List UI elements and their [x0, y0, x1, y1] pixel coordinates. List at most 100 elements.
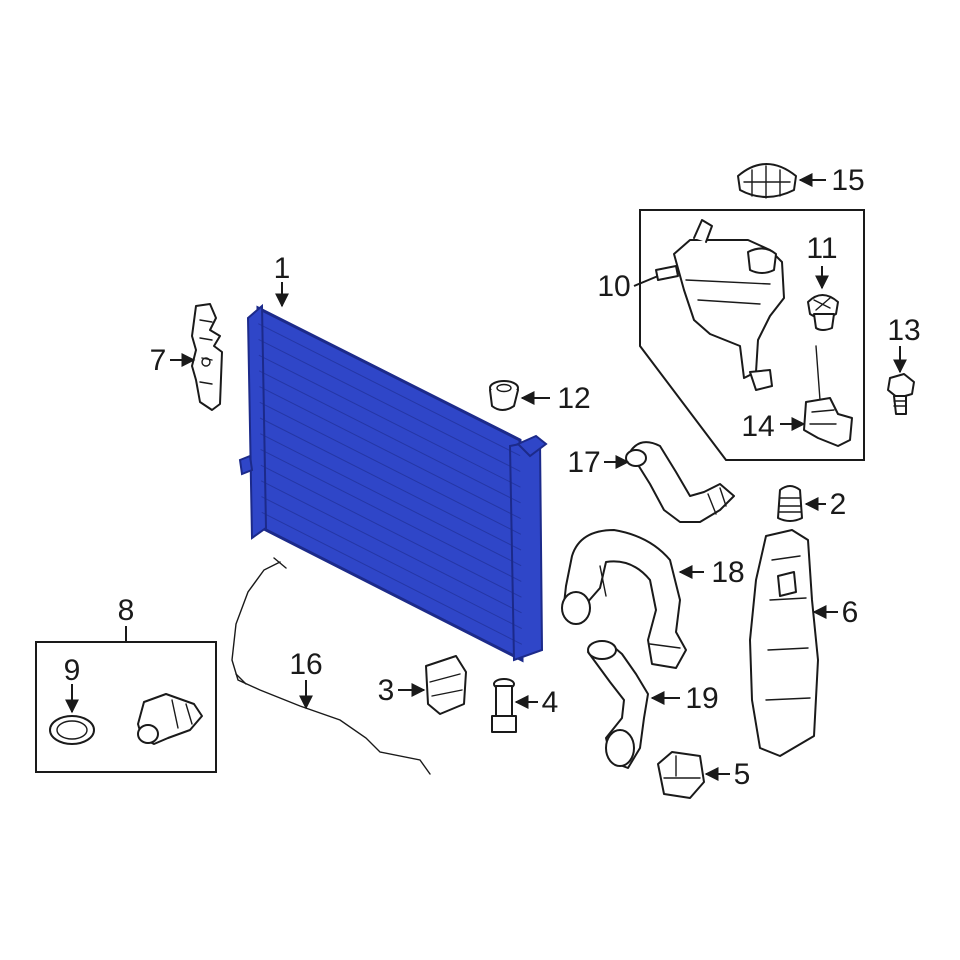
- small-hose-part[interactable]: [587, 640, 649, 769]
- callout-13: 13: [887, 314, 920, 347]
- bump-stop-rings: [778, 497, 802, 513]
- air-duct-part[interactable]: [749, 529, 819, 757]
- side-bracket-detail: [199, 319, 213, 385]
- side-bracket-hole: [201, 357, 211, 367]
- radiator-fin-line: [258, 338, 521, 472]
- radiator-fin-line: [260, 480, 522, 614]
- upper-hose-bands: [707, 487, 727, 515]
- callout-labels: 1 2 3 4 5 6 7 8 9 10 11 12 13 14 15 16 1…: [64, 164, 921, 791]
- expansion-tank-part[interactable]: [655, 219, 785, 391]
- hose-connector-detail: [171, 699, 193, 729]
- clip-detail: [663, 755, 701, 779]
- lower-hose-part[interactable]: [561, 529, 687, 669]
- radiator-fin-line: [258, 323, 521, 457]
- lower-hose-end: [561, 591, 591, 625]
- bolt-head: [887, 373, 915, 399]
- upper-hose-end: [625, 449, 647, 467]
- stud-part[interactable]: [491, 678, 517, 733]
- callout-11: 11: [806, 232, 837, 265]
- callout-15: 15: [831, 164, 864, 197]
- radiator-fin-line: [258, 354, 521, 488]
- side-bracket-shape: [191, 303, 223, 411]
- expansion-tank-group-box: [639, 209, 865, 461]
- side-bracket-part[interactable]: [191, 303, 223, 411]
- bolt-thread: [893, 400, 907, 407]
- mount-block-part[interactable]: [425, 655, 467, 715]
- callout-2: 2: [830, 488, 847, 521]
- clip-body: [657, 751, 705, 799]
- drain-line-path: [231, 561, 431, 775]
- radiator-fin-line: [258, 370, 521, 504]
- air-duct-ribs: [765, 555, 811, 701]
- radiator-fin-line: [259, 417, 522, 551]
- upper-hose-body: [629, 441, 735, 523]
- expansion-tank-mount: [655, 265, 679, 281]
- callout-14: 14: [741, 410, 774, 443]
- level-sensor-detail: [809, 409, 837, 425]
- leader-10: [633, 275, 659, 287]
- upper-hose-part[interactable]: [625, 441, 735, 523]
- callout-17: 17: [567, 446, 600, 479]
- radiator-fin-line: [260, 433, 522, 567]
- callout-6: 6: [842, 596, 859, 629]
- hose-connector-part[interactable]: [137, 693, 203, 745]
- leader-lines: [65, 173, 907, 781]
- bump-stop-body: [777, 485, 803, 522]
- air-duct-body: [749, 529, 819, 757]
- small-hose-bottom-end: [605, 729, 635, 767]
- callout-9: 9: [64, 654, 81, 687]
- grommet-part[interactable]: [489, 380, 519, 411]
- radiator-fins: [258, 323, 523, 645]
- drain-line-part[interactable]: [231, 557, 431, 775]
- bump-stop-part[interactable]: [777, 485, 803, 522]
- lower-hose-lines: [599, 565, 681, 649]
- reservoir-cap-part[interactable]: [737, 163, 797, 199]
- callout-1: 1: [274, 252, 291, 285]
- level-sensor-body: [803, 397, 853, 447]
- radiator-bracket-left: [238, 454, 254, 476]
- expansion-tank-outlet: [749, 369, 773, 391]
- drain-line-fittings: [235, 557, 287, 685]
- o-ring-inner: [56, 720, 88, 740]
- air-duct-slot: [777, 571, 797, 597]
- radiator-fin-line: [261, 496, 522, 630]
- callout-16: 16: [289, 648, 322, 681]
- small-hose-top-end: [587, 640, 617, 660]
- o-ring-part[interactable]: [49, 715, 95, 745]
- stud-base: [491, 715, 517, 733]
- callout-5: 5: [734, 758, 751, 791]
- clip-part[interactable]: [657, 751, 705, 799]
- callout-12: 12: [557, 382, 590, 415]
- small-cap-cross: [813, 297, 831, 311]
- mount-block-body: [425, 655, 467, 715]
- bolt-part[interactable]: [887, 373, 915, 415]
- stud-stem: [495, 685, 513, 717]
- expansion-tank-body: [673, 239, 785, 379]
- cap-ribs: [743, 165, 791, 199]
- bolt-shank: [893, 395, 907, 415]
- expansion-tank-lines: [685, 279, 771, 305]
- small-cap-part[interactable]: [807, 294, 839, 331]
- level-sensor-rod: [815, 345, 821, 401]
- callout-19: 19: [685, 682, 718, 715]
- callout-3: 3: [378, 674, 395, 707]
- level-sensor-part[interactable]: [803, 345, 853, 447]
- radiator-part[interactable]: [238, 303, 548, 663]
- callout-4: 4: [542, 686, 559, 719]
- radiator-fin-line: [259, 401, 522, 535]
- radiator-fin-line: [260, 448, 522, 582]
- grommet-hole: [496, 383, 512, 393]
- radiator-fin-line: [259, 386, 521, 520]
- expansion-tank-neck: [747, 247, 777, 274]
- radiator-fin-line: [260, 464, 522, 598]
- small-cap-base: [813, 313, 835, 331]
- expansion-tank-tab: [693, 219, 713, 243]
- cap-body: [737, 163, 797, 198]
- radiator-left-tank: [246, 303, 268, 540]
- hose-connector-port: [137, 724, 159, 744]
- radiator-fin-line: [261, 511, 523, 645]
- mount-block-lines: [429, 673, 463, 697]
- callout-7: 7: [150, 344, 167, 377]
- small-hose-body: [587, 641, 649, 769]
